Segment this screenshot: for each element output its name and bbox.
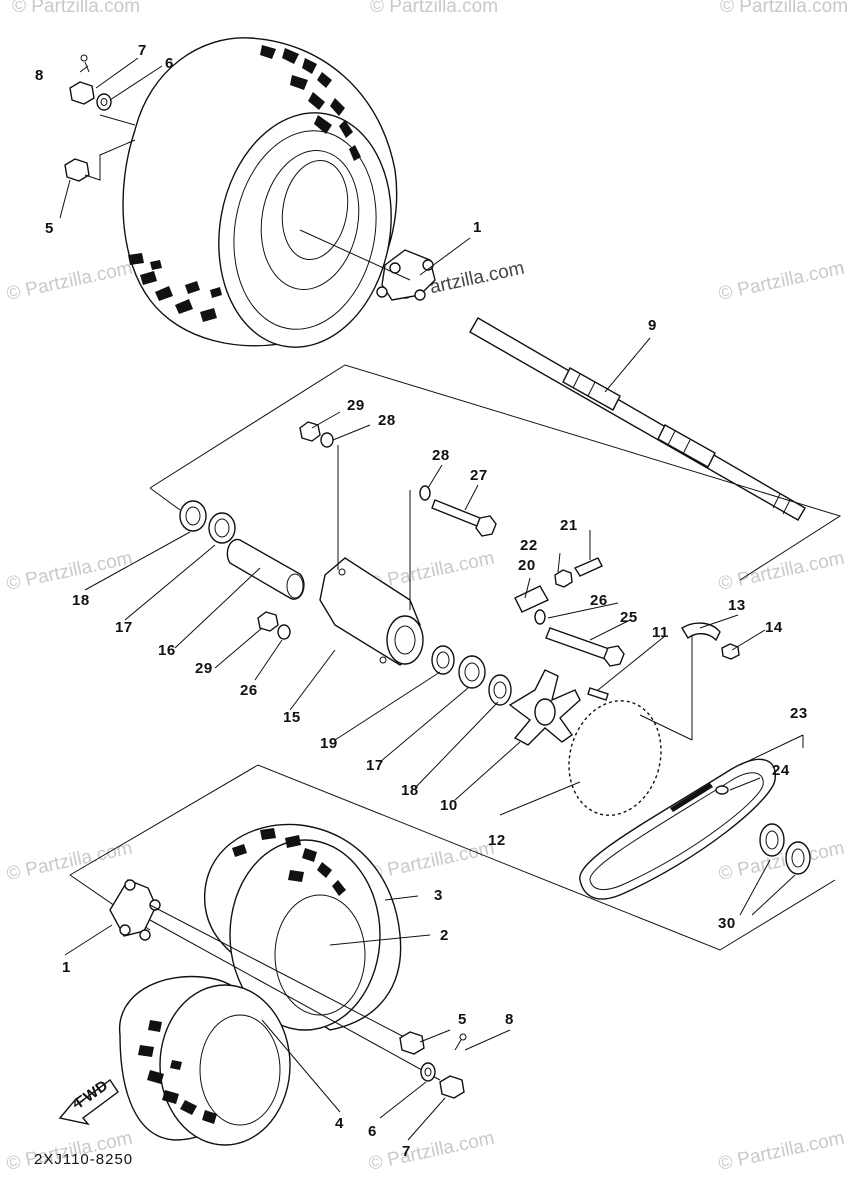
bolt-25 <box>545 627 625 667</box>
label-front-7: 7 <box>138 42 147 59</box>
label-front-5: 5 <box>45 220 54 237</box>
shaft-line-a <box>149 904 411 1041</box>
watermark: © Partzilla.com <box>717 1128 847 1175</box>
label-front-8: 8 <box>35 67 44 84</box>
label-rear-4: 4 <box>335 1115 344 1132</box>
label-20: 20 <box>518 557 536 574</box>
watermark: © Partzilla.com <box>720 0 848 17</box>
sprocket <box>568 700 662 816</box>
label-26-left: 26 <box>240 682 258 699</box>
part-labels: 8 7 6 5 1 9 29 28 28 27 18 17 16 29 26 1… <box>35 42 808 1160</box>
rear-hub <box>109 879 161 941</box>
bottom-tire <box>119 823 402 1146</box>
label-29-top: 29 <box>347 397 365 414</box>
front-fasteners <box>64 54 136 182</box>
bolt-27 <box>419 485 497 537</box>
bearing-group-left <box>179 500 305 600</box>
front-hub <box>376 249 436 301</box>
label-13: 13 <box>728 597 746 614</box>
label-rear-3: 3 <box>434 887 443 904</box>
label-18-right: 18 <box>401 782 419 799</box>
label-front-6: 6 <box>165 55 174 72</box>
bolt-11 <box>587 687 609 701</box>
rear-axle <box>469 317 806 521</box>
box-outline-left <box>149 487 181 511</box>
watermark: © Partzilla.com <box>12 0 140 17</box>
watermark: © Partzilla.com <box>5 258 135 305</box>
washer-nut-28-29 <box>257 421 334 640</box>
label-18-left: 18 <box>72 592 90 609</box>
label-26-right: 26 <box>590 592 608 609</box>
label-12: 12 <box>488 832 506 849</box>
label-19: 19 <box>320 735 338 752</box>
label-14: 14 <box>765 619 783 636</box>
label-28-mid: 28 <box>432 447 450 464</box>
label-rear-1: 1 <box>62 959 71 976</box>
watermark: © Partzilla.com <box>367 838 497 885</box>
label-rear-2: 2 <box>440 927 449 944</box>
label-front-1: 1 <box>473 219 482 236</box>
seals-30 <box>759 823 811 875</box>
bearing-group-right <box>431 645 512 706</box>
shaft-line-b <box>149 919 441 1081</box>
label-rear-5: 5 <box>458 1011 467 1028</box>
label-27: 27 <box>470 467 488 484</box>
label-rear-7: 7 <box>402 1143 411 1160</box>
label-10: 10 <box>440 797 458 814</box>
label-25: 25 <box>620 609 638 626</box>
label-24: 24 <box>772 762 790 779</box>
label-17-right: 17 <box>366 757 384 774</box>
watermark: © Partzilla.com <box>5 548 135 595</box>
label-29-left: 29 <box>195 660 213 677</box>
drive-chain <box>579 758 776 900</box>
label-rear-6: 6 <box>368 1123 377 1140</box>
watermark: © Partzilla.com <box>717 258 847 305</box>
rear-fasteners <box>399 1031 467 1099</box>
box-outline-top <box>149 364 842 581</box>
watermark: © Partzilla.com <box>367 1128 497 1175</box>
chain-guide <box>681 622 740 660</box>
tread-blocks <box>128 45 361 322</box>
diagram-code: 2XJ110-8250 <box>34 1151 133 1168</box>
adjuster-block <box>514 557 603 625</box>
watermark: © Partzilla.com <box>5 838 135 885</box>
box-outline-bottom <box>69 764 836 951</box>
watermark: © Partzilla.com <box>717 548 847 595</box>
label-28-top: 28 <box>378 412 396 429</box>
label-rear-8: 8 <box>505 1011 514 1028</box>
label-23: 23 <box>790 705 808 722</box>
label-22: 22 <box>520 537 538 554</box>
leader-lines <box>59 57 804 1141</box>
label-17-left: 17 <box>115 619 133 636</box>
label-30: 30 <box>718 915 736 932</box>
top-tire <box>122 37 398 348</box>
sprocket-hub <box>508 669 581 746</box>
fwd-arrow-icon: FWD <box>58 1077 119 1126</box>
label-9: 9 <box>648 317 657 334</box>
watermark: © Partzilla.com <box>370 0 498 17</box>
tread-blocks <box>138 828 346 1124</box>
axle-housing <box>319 557 424 666</box>
label-21: 21 <box>560 517 578 534</box>
label-15: 15 <box>283 709 301 726</box>
label-16: 16 <box>158 642 176 659</box>
label-11: 11 <box>652 624 669 641</box>
